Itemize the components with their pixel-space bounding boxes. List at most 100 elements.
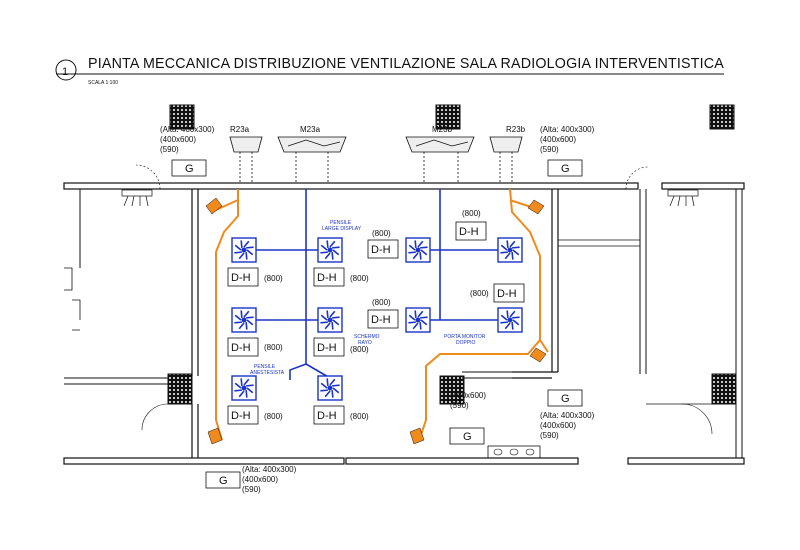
exhaust-grille-bl (207, 427, 223, 445)
diffuser-size: (800) (372, 298, 391, 307)
grille-spec: (Alta: 400x300) (160, 125, 215, 134)
exhaust-grilles (205, 197, 547, 445)
sink-2 (509, 448, 519, 456)
grille-top-right: G(Alta: 400x300)(400x600)(590) (540, 125, 595, 177)
supply-diffuser-icon (317, 237, 343, 263)
diffuser-dh-label: D-H (800) (227, 337, 283, 357)
diffuser-dh-label: D-H (800) (313, 405, 369, 425)
grille-spec: (590) (540, 431, 559, 440)
diffuser-dh-label: D-H(800) (455, 209, 487, 241)
door-swing-top (135, 164, 161, 190)
fan-left-icon (121, 189, 153, 207)
title-block: 1 PIANTA MECCANICA DISTRIBUZIONE VENTILA… (55, 55, 724, 86)
diffuser-code: D-H (231, 342, 251, 354)
exhaust-grille-tr (527, 199, 545, 215)
drawing-scale: SCALA 1:100 (88, 80, 118, 86)
sink-counter (487, 445, 541, 459)
supply-diffuser-icon (317, 375, 343, 401)
shaft-left (167, 373, 193, 405)
diffuser-size: (800) (350, 412, 369, 421)
diffuser-size: (800) (350, 345, 369, 354)
shafts (167, 104, 737, 405)
shaft-top-mid (435, 104, 461, 130)
diffuser-code: D-H (317, 272, 337, 284)
supply-diffuser-icon (497, 307, 523, 333)
grille-top-left: G (Alta: 400x300)(400x600)(590) (160, 125, 215, 177)
wall-top-right (661, 182, 745, 190)
drawing-title: PIANTA MECCANICA DISTRIBUZIONE VENTILAZI… (88, 55, 724, 72)
exhaust-left-branch (215, 199, 239, 211)
shaft-top-right (709, 104, 735, 130)
shaft-center (439, 375, 465, 405)
air-units: R23a M23a M23b R23b (229, 125, 526, 183)
drawing-number-circle (55, 59, 77, 81)
diffuser-dh-label: D-H (800) (313, 337, 369, 357)
diffuser-code: D-H (317, 342, 337, 354)
grille-spec: (400x600) (540, 421, 576, 430)
pensile-large-label-1: PENSILE (330, 220, 352, 226)
diffuser-dh-label: D-H (800) (367, 229, 399, 259)
grille-spec: (400x600) (242, 475, 278, 484)
diffuser-size: (800) (264, 412, 283, 421)
diffuser-size: (800) (264, 274, 283, 283)
grille-bottom-center: G (400x600)(590) (449, 391, 486, 445)
unit-r23a-label: R23a (230, 125, 250, 134)
supply-diffuser-icon (497, 237, 523, 263)
door-swing-top-right (625, 166, 649, 190)
diffuser-dh-label: D-H (800) (470, 283, 525, 303)
diffuser-dh-label: D-H(800) (313, 267, 369, 287)
unit-r23b: R23b (489, 125, 526, 183)
pensile-large-label-2: LARGE DISPLAY (322, 226, 362, 232)
grille-spec: (590) (242, 485, 261, 494)
grille-spec: (400x600) (450, 391, 486, 400)
supply-diffuser-icon (231, 237, 257, 263)
fan-right-icon (667, 189, 699, 207)
supply-diffuser-icon (405, 307, 431, 333)
supply-diffusers (231, 237, 523, 401)
grille-spec: (590) (450, 401, 469, 410)
grille-code: G (219, 475, 228, 487)
unit-m23b-label: M23b (432, 125, 453, 134)
grille-bottom-left: G(Alta: 400x300)(400x600)(590) (205, 465, 297, 494)
porta-monitor-label-1: PORTA MONITOR (444, 334, 486, 340)
door-swing-left (141, 403, 169, 431)
wall-top (63, 182, 639, 190)
dh-labels: D-H (800) D-H (800) D-H (800) D-H (800) D-H (800)… (227, 209, 525, 425)
diffuser-code: D-H (371, 314, 391, 326)
diffuser-size: (800) (470, 289, 489, 298)
diffuser-dh-label: D-H (800) (227, 405, 283, 425)
supply-diffuser-icon (231, 307, 257, 333)
drawing-number: 1 (62, 66, 68, 78)
diffuser-code: D-H (231, 410, 251, 422)
diffuser-size: (800) (264, 343, 283, 352)
room-labels: PENSILE LARGE DISPLAY PENSILE ANESTESIST… (250, 220, 486, 376)
grille-spec: (590) (160, 145, 179, 154)
wall-fans (121, 189, 699, 207)
pensile-anest-label-2: ANESTESISTA (250, 370, 285, 376)
shaft-right (711, 373, 737, 405)
grille-spec: (Alta: 400x300) (540, 411, 595, 420)
diffuser-size: (800) (372, 229, 391, 238)
diffuser-code: D-H (317, 410, 337, 422)
grille-spec: (590) (540, 145, 559, 154)
diffuser-code: D-H (231, 272, 251, 284)
supply-diffuser-icon (231, 375, 257, 401)
diffuser-code: D-H (497, 288, 517, 300)
grille-code: G (561, 393, 570, 405)
supply-diffuser-icon (405, 237, 431, 263)
schermo-label-2: RAYO (358, 340, 372, 346)
unit-m23a-label: M23a (300, 125, 321, 134)
diffuser-code: D-H (371, 244, 391, 256)
sink-3 (525, 448, 535, 456)
grille-code: G (463, 431, 472, 443)
supply-ducts (244, 189, 510, 380)
grille-code: G (185, 163, 194, 175)
grille-spec: (400x600) (160, 135, 196, 144)
wall-bottom-mid (345, 457, 579, 465)
diffuser-dh-label: D-H (800) (227, 267, 283, 287)
pensile-anest-label-1: PENSILE (254, 364, 276, 370)
grille-spec: (400x600) (540, 135, 576, 144)
walls (63, 164, 745, 465)
unit-m23b: M23b (405, 125, 475, 183)
